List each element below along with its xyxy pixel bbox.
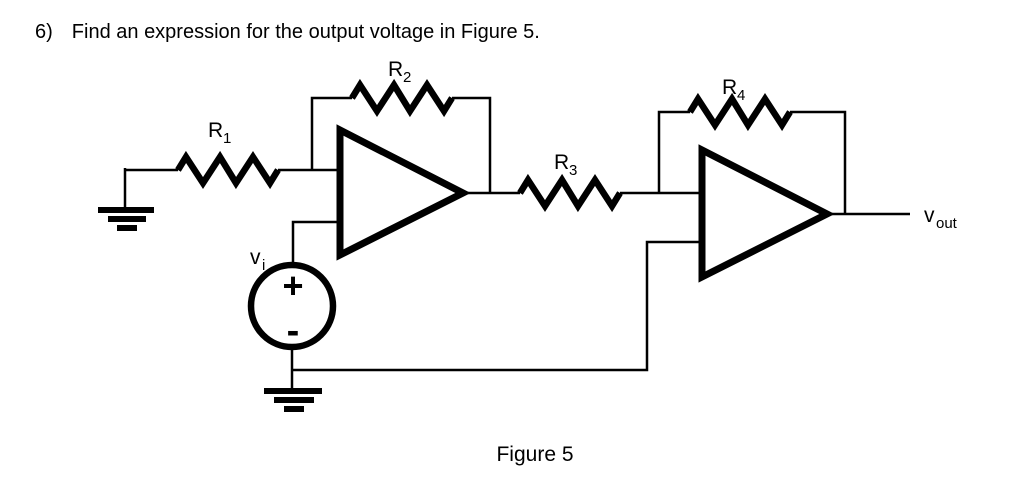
wire-feedback1-left bbox=[310, 96, 352, 170]
opamp-1 bbox=[336, 124, 471, 261]
output-label: v out bbox=[924, 204, 958, 232]
resistor-r2-label: R 2 bbox=[388, 58, 411, 86]
r2-label-base: R bbox=[388, 58, 403, 81]
figure-caption: Figure 5 bbox=[496, 443, 574, 466]
r1-label-base: R bbox=[208, 119, 223, 142]
r4-label-base: R bbox=[722, 76, 737, 99]
problem-text: Find an expression for the output voltag… bbox=[71, 21, 540, 43]
wire-feedback2-right bbox=[790, 110, 847, 214]
source-plus-sign: + bbox=[282, 265, 303, 306]
vi-label-sub: i bbox=[262, 257, 265, 274]
resistor-r3-label: R 3 bbox=[554, 151, 577, 179]
resistor-r1 bbox=[175, 150, 281, 190]
resistor-r3 bbox=[517, 173, 623, 213]
source-label: v i bbox=[250, 246, 265, 274]
problem-number: 6) bbox=[35, 21, 53, 43]
r2-label-sub: 2 bbox=[403, 69, 411, 86]
vi-label-base: v bbox=[250, 246, 261, 269]
wire-feedback2-left bbox=[657, 110, 690, 193]
ground-symbol-bottom bbox=[264, 388, 322, 412]
wire-bottom-rail bbox=[293, 240, 702, 372]
opamp-2 bbox=[698, 144, 835, 283]
vout-label-sub: out bbox=[936, 215, 958, 232]
wire-feedback1-right bbox=[452, 96, 492, 193]
r1-label-sub: 1 bbox=[223, 130, 231, 147]
wire-opamp1-lower-input bbox=[291, 220, 340, 266]
r3-label-sub: 3 bbox=[569, 162, 577, 179]
resistor-r4 bbox=[687, 92, 793, 132]
vout-label-base: v bbox=[924, 204, 935, 227]
r3-label-base: R bbox=[554, 151, 569, 174]
r4-label-sub: 4 bbox=[737, 87, 745, 104]
resistor-r2 bbox=[349, 78, 455, 118]
problem-heading: 6) Find an expression for the output volt… bbox=[35, 19, 540, 45]
ground-symbol-left bbox=[98, 168, 154, 231]
resistor-r1-label: R 1 bbox=[208, 119, 231, 147]
resistor-r4-label: R 4 bbox=[722, 76, 745, 104]
source-minus-sign: - bbox=[287, 310, 300, 352]
